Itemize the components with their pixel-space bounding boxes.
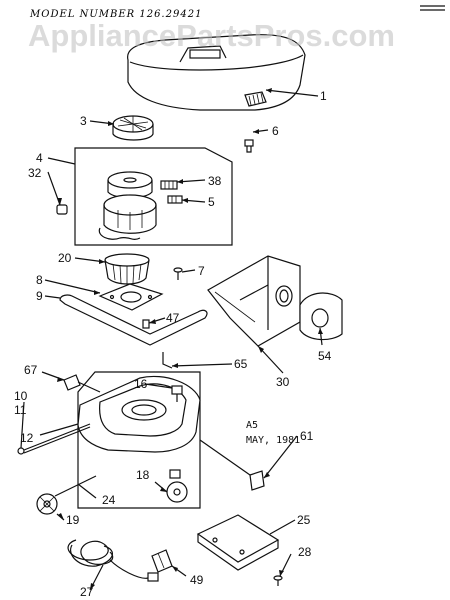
callout-38: 38 — [208, 174, 222, 188]
part-base — [77, 371, 201, 509]
callout-3: 3 — [80, 114, 87, 128]
part-screw-6 — [244, 139, 254, 153]
part-cover — [127, 34, 306, 111]
callout-10: 10 — [14, 389, 28, 403]
note-code: A5 — [246, 420, 258, 431]
part-screw-7 — [173, 267, 183, 280]
callout-11: 11 — [14, 403, 27, 417]
part-bag — [207, 255, 301, 347]
callout-20: 20 — [58, 251, 72, 265]
callout-19: 19 — [66, 513, 80, 527]
callout-54: 54 — [318, 349, 332, 363]
part-49 — [151, 549, 173, 573]
callout-24: 24 — [102, 493, 116, 507]
part-caster — [166, 469, 188, 503]
callout-65: 65 — [234, 357, 248, 371]
part-foot — [249, 470, 265, 491]
callout-6: 6 — [272, 124, 279, 138]
callout-67: 67 — [24, 363, 38, 377]
callout-30: 30 — [276, 375, 290, 389]
callout-61: 61 — [300, 429, 314, 443]
callout-8: 8 — [36, 273, 43, 287]
part-clip — [162, 352, 173, 369]
callout-7: 7 — [198, 264, 205, 278]
part-32 — [56, 204, 68, 215]
callout-18: 18 — [136, 468, 150, 482]
callout-9: 9 — [36, 289, 43, 303]
corner-mark — [420, 5, 445, 11]
watermark: AppliancePartsPros.com — [28, 18, 395, 53]
part-bracket-plate — [196, 514, 280, 571]
part-motor-assembly — [74, 147, 233, 246]
part-filter-disc — [112, 115, 154, 141]
callout-49: 49 — [190, 573, 204, 587]
callout-16: 16 — [134, 377, 148, 391]
callout-28: 28 — [298, 545, 312, 559]
callout-5: 5 — [208, 195, 215, 209]
part-screw-28 — [273, 575, 283, 586]
model-number: MODEL NUMBER 126.29421 — [29, 9, 202, 20]
part-impeller — [104, 253, 150, 285]
callout-12: 12 — [20, 431, 34, 445]
callout-27: 27 — [80, 585, 94, 599]
arrowheads — [57, 88, 323, 590]
note-date: MAY, 1981 — [246, 435, 300, 446]
part-knob-67 — [63, 374, 101, 393]
callout-1: 1 — [320, 89, 327, 103]
part-screw-47 — [142, 319, 150, 329]
part-axle — [54, 475, 97, 497]
part-handle-bar — [59, 294, 208, 346]
part-bag-collar — [299, 292, 343, 341]
callout-32: 32 — [28, 166, 42, 180]
part-wheel — [36, 493, 58, 515]
part-axle-rod — [17, 423, 91, 455]
callout-4: 4 — [36, 151, 43, 165]
callout-47: 47 — [166, 311, 180, 325]
callout-25: 25 — [297, 513, 311, 527]
part-16 — [171, 385, 183, 402]
leader-lines — [20, 89, 323, 591]
part-plate — [98, 283, 164, 311]
part-power-cord — [67, 539, 159, 582]
